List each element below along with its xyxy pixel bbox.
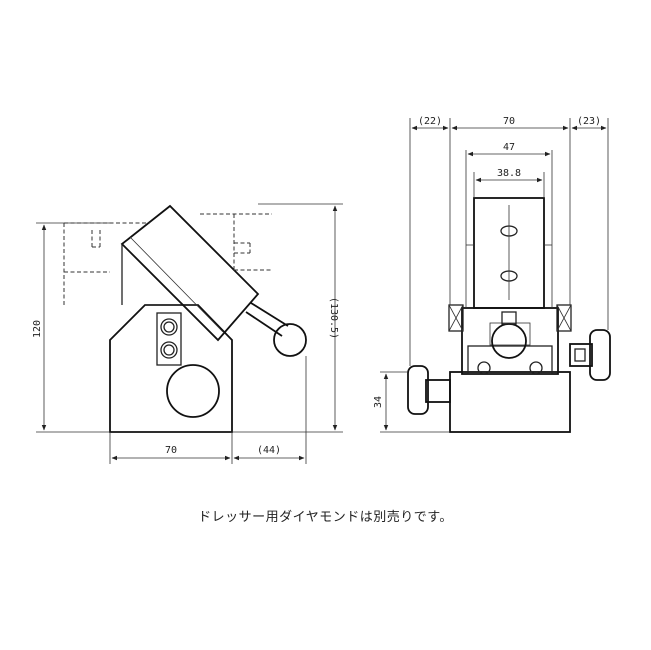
dim-right-left-extra: (22) <box>418 116 442 127</box>
dim-right-width: 70 <box>503 116 515 127</box>
left-base-block <box>109 304 233 433</box>
right-center-ball <box>491 323 527 359</box>
left-small-hole-bottom <box>160 341 178 359</box>
note-text: ドレッサー用ダイヤモンドは別売りです。 <box>198 510 453 525</box>
left-recess <box>156 312 182 366</box>
dim-left-width: 70 <box>165 445 177 456</box>
right-bearing-left <box>448 304 464 332</box>
right-base-block <box>449 371 571 433</box>
right-bearing-right <box>556 304 572 332</box>
left-arm-ball <box>273 323 307 357</box>
dim-right-47: 47 <box>503 142 515 153</box>
dim-left-overall-height: (130.5) <box>328 297 339 339</box>
left-small-hole-top <box>160 318 178 336</box>
dim-right-38-8: 38.8 <box>497 168 521 179</box>
dim-right-34: 34 <box>373 396 384 408</box>
left-big-knob <box>166 364 220 418</box>
right-mid-block <box>461 307 559 375</box>
right-right-knob <box>589 329 611 381</box>
right-view: (22) 70 (23) 47 38.8 34 <box>373 116 611 433</box>
right-column <box>473 197 545 309</box>
right-left-knob <box>407 365 429 415</box>
left-view: 120 (130.5) 70 (44) <box>32 203 343 464</box>
dim-left-height: 120 <box>32 320 43 338</box>
right-right-knob-shaft <box>569 343 593 367</box>
left-angled-arm <box>120 204 260 342</box>
dim-left-extra: (44) <box>257 445 281 456</box>
dim-right-right-extra: (23) <box>577 116 601 127</box>
right-left-knob-shaft <box>425 379 451 403</box>
